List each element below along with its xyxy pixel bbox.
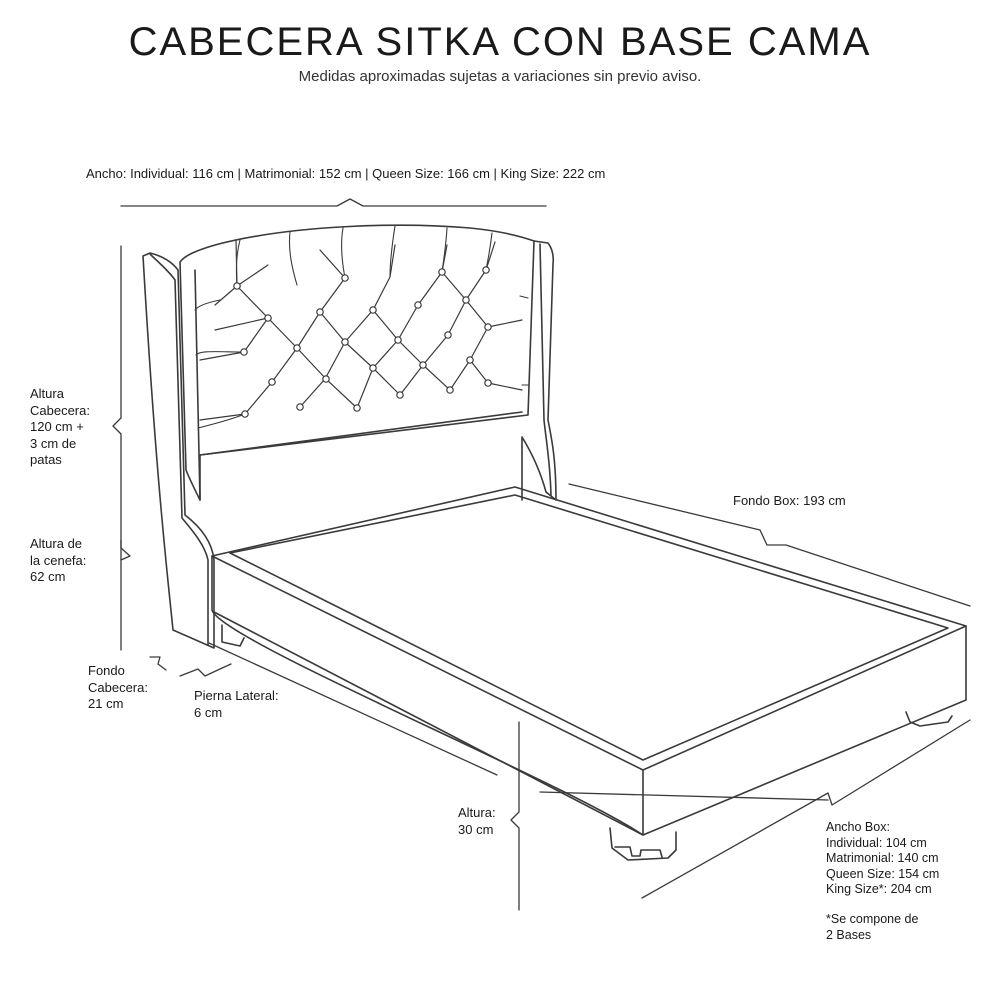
box-left-bottom xyxy=(213,611,644,836)
headboard-height-label: Altura Cabecera: 120 cm + 3 cm de patas xyxy=(30,386,90,469)
tufting-seams xyxy=(199,239,523,421)
box-width-line-5: King Size*: 204 cm xyxy=(826,882,932,896)
headboard-height-dimension-line xyxy=(112,245,122,651)
dimension-lines xyxy=(112,198,971,911)
headboard-height-line-4: 3 cm de xyxy=(30,435,77,451)
box-width-label: Ancho Box: Individual: 104 cm Matrimonia… xyxy=(826,820,939,898)
channel-lines xyxy=(194,225,529,429)
headboard-depth-dimension-line xyxy=(149,656,167,671)
box-left-face xyxy=(211,555,644,836)
valance-height-line-3: 62 cm xyxy=(30,569,66,584)
box-width-line-2: Individual: 104 cm xyxy=(826,835,927,850)
width-dimension-line xyxy=(120,198,547,207)
height-line-1: Altura: xyxy=(458,805,496,820)
headboard-panel xyxy=(179,224,535,501)
box-width-dimension-line xyxy=(641,719,971,899)
headboard-height-line-1: Altura xyxy=(30,386,64,401)
page-title: CABECERA SITKA CON BASE CAMA xyxy=(128,20,872,64)
ground-line-right xyxy=(539,791,829,801)
valance-height-label: Altura de la cenefa: 62 cm xyxy=(30,536,86,586)
headboard-panel-left-edge xyxy=(194,269,201,501)
left-wing xyxy=(142,252,215,649)
headboard-height-line-2: Cabecera: xyxy=(30,402,90,418)
headboard-bottom-edge xyxy=(199,411,523,456)
box-depth-label: Fondo Box: 193 cm xyxy=(733,493,846,508)
leg-left xyxy=(221,624,245,647)
box-front-face xyxy=(642,625,967,836)
box-top-inner xyxy=(229,494,949,761)
height-line-2: 30 cm xyxy=(458,821,494,837)
leg-front xyxy=(609,827,677,861)
ground-line-left xyxy=(208,642,498,776)
page-subtitle: Medidas aproximadas sujetas a variacione… xyxy=(298,68,702,85)
leg-right xyxy=(905,711,953,727)
side-leg-line-1: Pierna Lateral: xyxy=(194,688,279,703)
bed-base-box xyxy=(211,486,967,861)
headboard-height-line-3: 120 cm + xyxy=(30,419,84,434)
right-wing-inner xyxy=(539,243,552,496)
valance-height-dimension-line xyxy=(120,539,131,561)
note-label: *Se compone de 2 Bases xyxy=(826,912,918,943)
leg-front-inner xyxy=(614,846,663,858)
note-line-2: 2 Bases xyxy=(826,927,872,942)
right-wing xyxy=(521,240,557,501)
left-wing-inner xyxy=(149,253,209,646)
box-depth-dimension-line xyxy=(568,483,971,607)
side-leg-label: Pierna Lateral: 6 cm xyxy=(194,688,279,721)
box-width-line-4: Queen Size: 154 cm xyxy=(826,866,940,881)
height-label: Altura: 30 cm xyxy=(458,805,496,838)
valance-height-line-1: Altura de xyxy=(30,536,83,551)
note-line-1: *Se compone de xyxy=(826,912,919,926)
box-width-line-3: Matrimonial: 140 cm xyxy=(826,851,939,865)
tufting-buttons xyxy=(233,266,492,418)
headboard-height-line-5: patas xyxy=(30,452,62,467)
box-width-line-1: Ancho Box: xyxy=(826,820,890,834)
valance-height-line-2: la cenefa: xyxy=(30,552,87,568)
width-label: Ancho: Individual: 116 cm | Matrimonial:… xyxy=(86,166,606,181)
headboard-depth-line-2: Cabecera: xyxy=(88,679,148,695)
headboard-depth-line-3: 21 cm xyxy=(88,696,124,711)
side-leg-dimension-line xyxy=(179,663,232,677)
side-leg-line-2: 6 cm xyxy=(194,704,223,720)
box-top xyxy=(211,486,967,771)
headboard-depth-line-1: Fondo xyxy=(88,663,125,678)
headboard-depth-label: Fondo Cabecera: 21 cm xyxy=(88,663,148,713)
headboard xyxy=(142,224,557,649)
height-dimension-line xyxy=(510,721,520,911)
